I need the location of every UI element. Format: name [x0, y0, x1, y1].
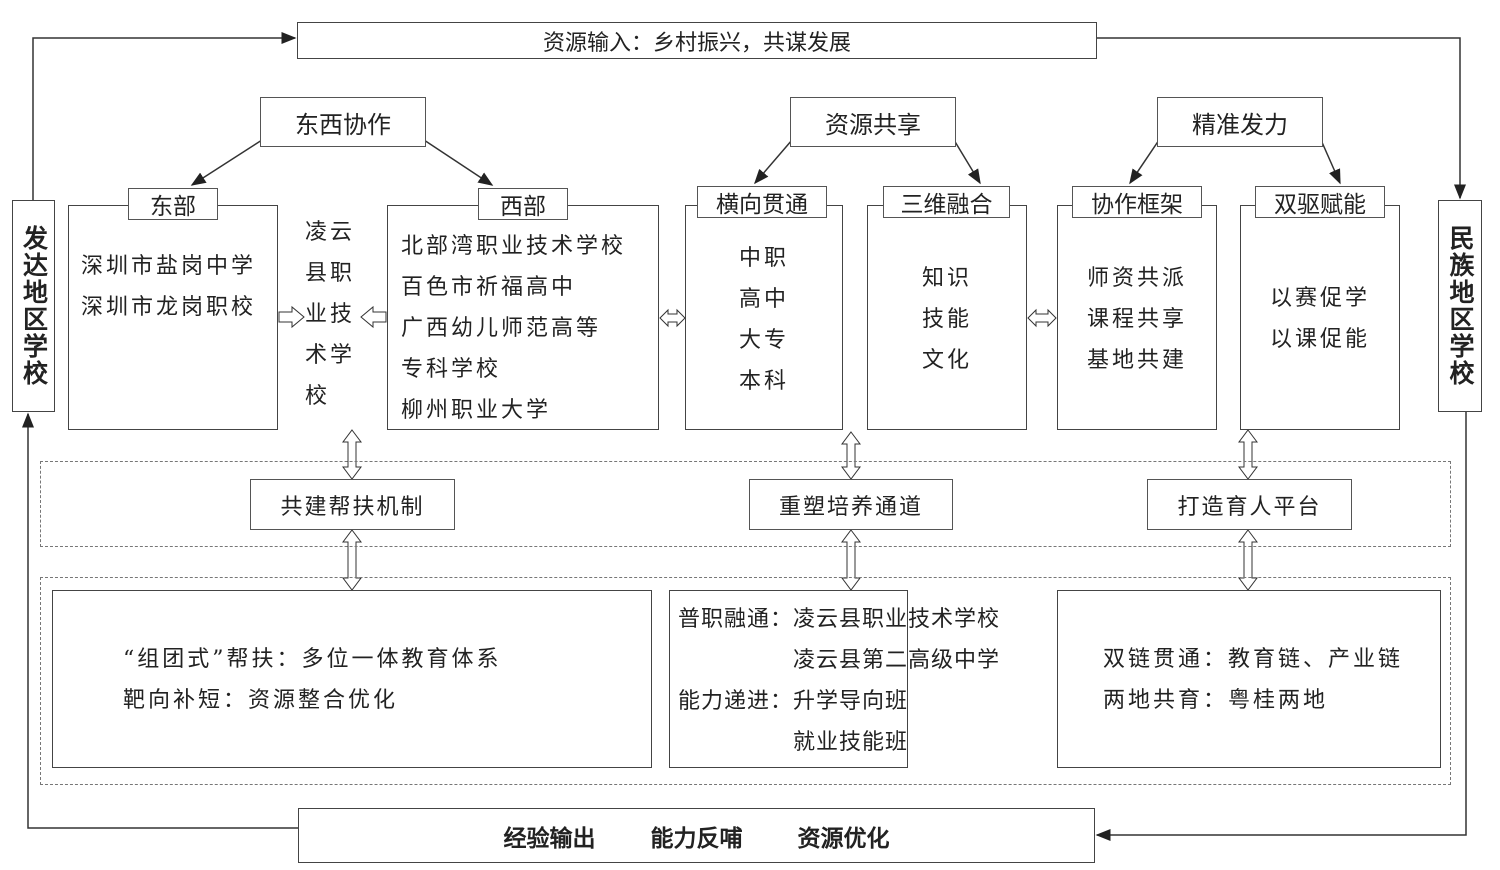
east-label: 东部: [128, 188, 218, 220]
outcome-line: 普职融通：凌云县职业技术学校: [678, 607, 1001, 632]
fusion-item: 技能: [921, 307, 972, 332]
fusion-item: 文化: [921, 348, 972, 373]
outcome-line: 凌云县第二高级中学: [678, 648, 1001, 673]
level-item: 大专: [738, 328, 789, 353]
output-experience: 经验输出: [503, 825, 596, 852]
framework-item: 课程共享: [1086, 307, 1187, 332]
framework-box: 师资共派 课程共享 基地共建: [1057, 205, 1217, 430]
outcome-line: 靶向补短：资源整合优化: [123, 688, 399, 713]
mechanism-platform: 打造育人平台: [1147, 479, 1352, 530]
lingyun-vocational-school: 凌云 县职 业技 术学 校: [305, 212, 365, 417]
level-item: 本科: [738, 369, 789, 394]
dual-box: 以赛促学 以课促能: [1240, 205, 1400, 430]
west-item: 广西幼儿师范高等: [401, 316, 602, 341]
outcome-box-assistance: “组团式”帮扶：多位一体教育体系 靶向补短：资源整合优化: [52, 590, 652, 768]
east-item: 深圳市盐岗中学: [81, 254, 257, 279]
dual-item: 以课促能: [1269, 327, 1370, 352]
west-item: 专科学校: [401, 357, 502, 382]
outcome-region: [40, 577, 1451, 785]
header-precise-effort: 精准发力: [1157, 97, 1323, 147]
dual-label: 双驱赋能: [1255, 186, 1385, 218]
framework-label: 协作框架: [1072, 186, 1202, 218]
level-item: 高中: [738, 287, 789, 312]
output-capability: 能力反哺: [650, 825, 743, 852]
framework-item: 师资共派: [1086, 266, 1187, 291]
center-text: 凌云: [305, 220, 356, 245]
dual-item: 以赛促学: [1269, 286, 1370, 311]
center-text: 校: [305, 384, 331, 409]
outcome-line: 两地共育：粤桂两地: [1103, 688, 1329, 713]
header-east-west: 东西协作: [260, 97, 426, 147]
fusion-item: 知识: [921, 266, 972, 291]
west-item: 百色市祈福高中: [401, 275, 577, 300]
mechanism-region: [40, 461, 1451, 547]
west-item: 北部湾职业技术学校: [401, 234, 627, 259]
three-dim-box: 知识 技能 文化: [867, 205, 1027, 430]
three-dim-label: 三维融合: [883, 186, 1010, 218]
developed-region-school: 发达地区学校: [12, 200, 55, 412]
framework-item: 基地共建: [1086, 348, 1187, 373]
outcome-line: 就业技能班: [678, 730, 909, 755]
outcome-line: 双链贯通：教育链、产业链: [1103, 647, 1404, 672]
outcome-box-training: 普职融通：凌云县职业技术学校 凌云县第二高级中学 能力递进：升学导向班 就业技能…: [669, 590, 1001, 768]
west-box: 北部湾职业技术学校 百色市祈福高中 广西幼儿师范高等 专科学校 柳州职业大学: [387, 205, 659, 430]
east-item: 深圳市龙岗职校: [81, 295, 257, 320]
output-resource: 资源优化: [797, 825, 890, 852]
outcome-line: “组团式”帮扶：多位一体教育体系: [123, 647, 502, 672]
mechanism-training: 重塑培养通道: [749, 479, 953, 530]
east-box: 深圳市盐岗中学 深圳市龙岗职校: [68, 205, 278, 430]
resource-input-box: 资源输入：乡村振兴，共谋发展: [297, 22, 1097, 59]
level-item: 中职: [738, 246, 789, 271]
horizontal-label: 横向贯通: [697, 186, 827, 218]
mechanism-assistance: 共建帮扶机制: [250, 479, 455, 530]
center-text: 术学: [305, 343, 356, 368]
west-item: 柳州职业大学: [401, 398, 552, 423]
outcome-line: 能力递进：升学导向班: [678, 689, 909, 714]
outcome-box-platform: 双链贯通：教育链、产业链 两地共育：粤桂两地: [1057, 590, 1441, 768]
center-text: 业技: [305, 302, 356, 327]
center-text: 县职: [305, 261, 356, 286]
horizontal-box: 中职 高中 大专 本科: [685, 205, 843, 430]
ethnic-region-school: 民族地区学校: [1438, 200, 1482, 412]
west-label: 西部: [478, 188, 568, 220]
output-box: 经验输出 能力反哺 资源优化: [298, 808, 1095, 863]
header-resource-sharing: 资源共享: [790, 97, 956, 147]
